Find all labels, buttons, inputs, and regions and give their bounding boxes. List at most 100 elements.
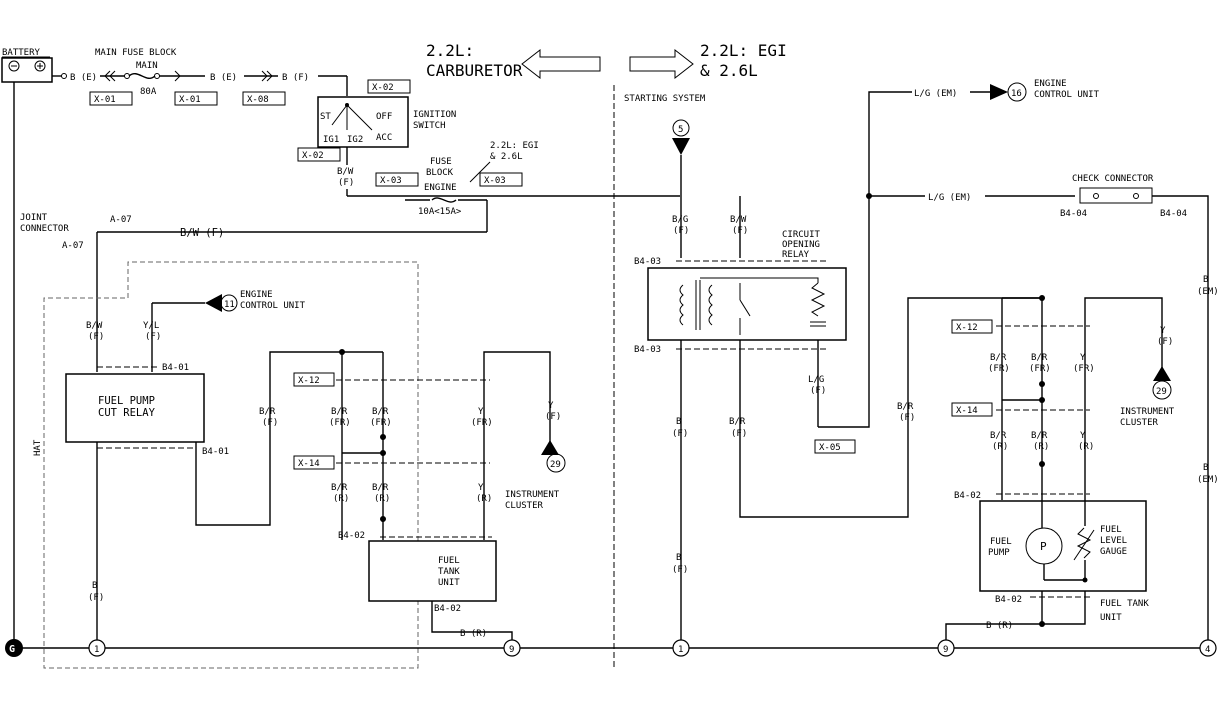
fuel-tank-label-1-left: FUEL xyxy=(438,556,460,566)
right-node-9-num: 9 xyxy=(943,645,948,655)
right-bg: B/G xyxy=(672,215,688,225)
b401-bottom: B4-01 xyxy=(202,447,229,457)
fuel-tank-right-label-1: FUEL TANK xyxy=(1100,599,1149,609)
bw-f-wire: B/W (F) xyxy=(180,227,224,239)
instrument-cluster-label-2-right: CLUSTER xyxy=(1120,418,1159,428)
check-b-1-em: (EM) xyxy=(1197,287,1218,297)
x14-y: Y xyxy=(478,483,484,493)
fuel-tank-label-2-left: TANK xyxy=(438,567,460,577)
battery-negative-icon xyxy=(8,60,20,72)
cor-b-2: B xyxy=(676,553,681,563)
fuel-pump-cut-relay-box xyxy=(65,373,205,443)
cor-label-2: OPENING xyxy=(782,240,820,250)
relay-yl: Y/L xyxy=(143,321,159,331)
x02-connector-top: X-02 xyxy=(372,83,394,93)
switch-ig1: IG1 xyxy=(323,135,339,145)
cor-b-1-f: (F) xyxy=(672,429,688,439)
cor-b-1: B xyxy=(676,417,681,427)
right-node-4-num: 4 xyxy=(1205,645,1210,655)
starting-node-5 xyxy=(672,119,690,137)
instrument-cluster-label-2-left: CLUSTER xyxy=(505,501,544,511)
x02-connector-bottom: X-02 xyxy=(302,151,324,161)
check-b-2: B xyxy=(1203,463,1208,473)
inst-y-f-right: (F) xyxy=(1157,337,1173,347)
ecu-16-label-2: CONTROL UNIT xyxy=(1034,90,1100,100)
pump-br-f: (F) xyxy=(899,413,915,423)
ecu-11-label-2: CONTROL UNIT xyxy=(240,301,306,311)
joint-connector-label-1: JOINT xyxy=(20,213,48,223)
instrument-cluster-num-left: 29 xyxy=(550,460,561,470)
fuse-block-label-2: BLOCK xyxy=(426,168,454,178)
ecu-11-number: 11 xyxy=(224,300,235,310)
left-br-wire: B (R) xyxy=(460,629,487,639)
x12-y-fr: (FR) xyxy=(471,418,493,428)
switch-st: ST xyxy=(320,112,331,122)
check-connector-box xyxy=(1079,187,1153,204)
x14-connector-left: X-14 xyxy=(298,459,320,469)
rx14-r-1: (R) xyxy=(992,442,1008,452)
battery-box xyxy=(1,57,53,83)
x03-connector-1: X-03 xyxy=(380,176,402,186)
egi-title-line2: & 2.6L xyxy=(700,61,758,80)
ignition-f: (F) xyxy=(338,178,354,188)
instrument-cluster-label-1-left: INSTRUMENT xyxy=(505,490,560,500)
b402-left-top: B4-02 xyxy=(338,531,365,541)
rx12-y: Y xyxy=(1080,353,1086,363)
ecu-11-label-1: ENGINE xyxy=(240,290,273,300)
left-node-1 xyxy=(88,639,106,657)
fuel-tank-unit-right xyxy=(979,500,1147,592)
starting-node-5-num: 5 xyxy=(678,125,683,135)
fuel-level-gauge-label-3: GAUGE xyxy=(1100,547,1127,557)
x12-y: Y xyxy=(478,407,484,417)
switch-ig2: IG2 xyxy=(347,135,363,145)
x14-connector-right: X-14 xyxy=(956,406,978,416)
relay-br-f: (F) xyxy=(262,418,278,428)
ecu-16-circle xyxy=(1007,82,1027,102)
inst-y-f-left: (F) xyxy=(545,412,561,422)
left-node-9 xyxy=(503,639,521,657)
rx14-br-1: B/R xyxy=(990,431,1007,441)
relay-br: B/R xyxy=(259,407,276,417)
ignition-switch-label-2: SWITCH xyxy=(413,121,446,131)
fuel-pump-label-2: PUMP xyxy=(988,548,1010,558)
right-node-1-num: 1 xyxy=(678,645,683,655)
b403-bottom: B4-03 xyxy=(634,345,661,355)
b402-left-bottom: B4-02 xyxy=(434,604,461,614)
ignition-switch-box xyxy=(317,96,409,148)
switch-off: OFF xyxy=(376,112,392,122)
right-bg-f: (F) xyxy=(673,226,689,236)
ecu-11-circle xyxy=(220,294,238,312)
b401-top: B4-01 xyxy=(162,363,189,373)
x12-fr-2: (FR) xyxy=(370,418,392,428)
rx14-r-2: (R) xyxy=(1033,442,1049,452)
rx12-fr-1: (FR) xyxy=(988,364,1010,374)
x14-br-1: B/R xyxy=(331,483,348,493)
x14-r-2: (R) xyxy=(374,494,390,504)
rx14-y-r: (R) xyxy=(1078,442,1094,452)
cor-b-2-f: (F) xyxy=(672,565,688,575)
cor-lg: L/G xyxy=(808,375,824,385)
check-b-2-em: (EM) xyxy=(1197,475,1218,485)
circuit-opening-relay-box xyxy=(647,267,847,341)
right-bw-f: (F) xyxy=(732,226,748,236)
cor-br: B/R xyxy=(729,417,746,427)
relay-bw-f: (F) xyxy=(88,332,104,342)
main-fuse-amp: 80A xyxy=(140,87,157,97)
ignition-bw: B/W xyxy=(337,167,354,177)
cor-lg-f: (F) xyxy=(810,386,826,396)
cor-label-3: RELAY xyxy=(782,250,810,260)
switch-acc: ACC xyxy=(376,133,392,143)
right-arrow-icon xyxy=(629,48,694,80)
starting-system-label: STARTING SYSTEM xyxy=(624,94,706,104)
ground-icon xyxy=(5,639,23,657)
rx12-br-2: B/R xyxy=(1031,353,1048,363)
joint-connector-label-2: CONNECTOR xyxy=(20,224,69,234)
fuel-pump-p: P xyxy=(1040,540,1047,553)
rx14-y: Y xyxy=(1080,431,1086,441)
ecu-16-number: 16 xyxy=(1011,89,1022,99)
battery-positive-icon xyxy=(34,60,46,72)
x05-connector: X-05 xyxy=(819,443,841,453)
engine-fuse-label: ENGINE xyxy=(424,183,457,193)
fuel-tank-right-label-2: UNIT xyxy=(1100,613,1122,623)
x01-connector-2: X-01 xyxy=(179,95,201,105)
